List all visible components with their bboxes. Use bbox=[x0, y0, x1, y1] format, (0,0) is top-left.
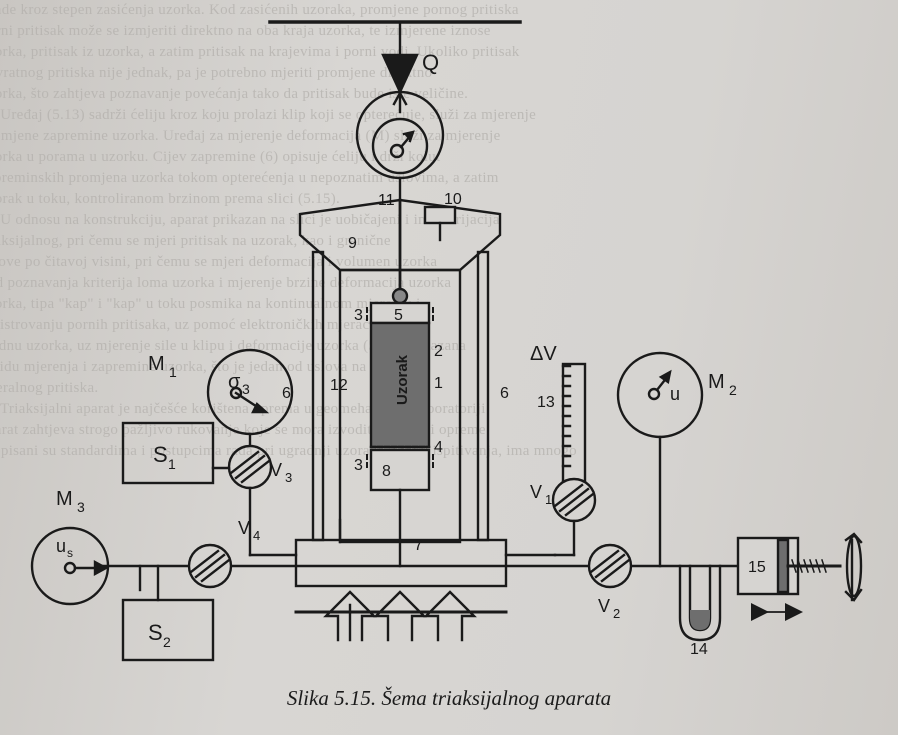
specimen-label: Uzorak bbox=[394, 354, 411, 405]
cap-valve-10 bbox=[423, 205, 457, 242]
pedestal-8 bbox=[369, 448, 431, 492]
background-text-line: ckade kroz stepen zasićenja uzorka. Kod … bbox=[0, 2, 519, 18]
label-m2-sub: 2 bbox=[729, 382, 737, 398]
label-flow: Q bbox=[422, 50, 439, 75]
background-text-line: triaksijalnog, pri čemu se mjeri pritisa… bbox=[0, 233, 391, 249]
piston-ball bbox=[391, 287, 409, 305]
background-text-line: lateralnog pritiska. bbox=[0, 380, 99, 396]
label-n15: 15 bbox=[748, 559, 766, 576]
background-text-line: uzorka, što zahtjeva poznavanje povećanj… bbox=[0, 86, 469, 102]
label-n10: 10 bbox=[444, 191, 462, 208]
u-tube-14 bbox=[678, 564, 722, 642]
label-n6-right: 6 bbox=[500, 385, 509, 402]
o-rings bbox=[366, 307, 434, 468]
label-m2: M bbox=[708, 371, 725, 393]
label-v3-sub: 3 bbox=[285, 470, 292, 485]
valve-v1 bbox=[551, 477, 597, 557]
valve-v4 bbox=[187, 543, 233, 589]
label-n2: 2 bbox=[434, 343, 443, 360]
label-v1: V bbox=[530, 482, 542, 502]
screw-pump-15 bbox=[736, 532, 863, 621]
background-text-line: U odnosu na konstrukciju, aparat prikaza… bbox=[0, 212, 500, 228]
label-n13: 13 bbox=[537, 394, 555, 411]
label-n5: 5 bbox=[394, 307, 403, 324]
background-text-line: zapreminskih promjena uzorka tokom opter… bbox=[0, 170, 499, 186]
label-v4-sub: 4 bbox=[253, 528, 260, 543]
label-s1-sub: 1 bbox=[168, 456, 176, 472]
label-n12: 12 bbox=[330, 377, 348, 394]
label-v2-sub: 2 bbox=[613, 606, 620, 621]
background-text-line: povratnog pritiska nije jednak, pa je po… bbox=[0, 65, 433, 81]
label-m1: M bbox=[148, 353, 165, 375]
background-text-line: kod poznavanja kriterija loma uzorka i m… bbox=[0, 275, 452, 291]
background-text-line: porni pritisak može se izmjeriti direktn… bbox=[0, 23, 491, 39]
background-text-line: uslove po čitavoj visini, pri čemu se mj… bbox=[0, 254, 438, 270]
label-n3-top: 3 bbox=[354, 307, 363, 324]
load-arrow bbox=[381, 20, 419, 95]
label-n4: 4 bbox=[434, 439, 443, 456]
pressure-source-s1 bbox=[121, 421, 215, 485]
gauge-m3 bbox=[30, 526, 110, 606]
label-n6-left: 6 bbox=[282, 385, 291, 402]
label-v4: V bbox=[238, 518, 250, 538]
label-sigma: σ bbox=[228, 371, 241, 393]
label-m2-dial: u bbox=[670, 384, 680, 404]
tie-rod-left bbox=[311, 250, 325, 542]
background-text-line: aparat zahtjeva strogo pažljivo rukovanj… bbox=[0, 422, 486, 438]
valve-v3 bbox=[227, 444, 273, 557]
label-n3-bottom: 3 bbox=[354, 457, 363, 474]
label-n11: 11 bbox=[378, 192, 395, 209]
background-text-line: Uređaj (5.13) sadrži ćeliju kroz koju pr… bbox=[0, 107, 537, 123]
label-v3: V bbox=[270, 460, 282, 480]
background-text-line: uzorka u porama u uzorku. Cijev zapremin… bbox=[0, 149, 441, 165]
label-m3-dial: u bbox=[56, 536, 66, 556]
tie-rod-right bbox=[476, 250, 490, 542]
load-gauge bbox=[355, 90, 445, 202]
label-n7: 7 bbox=[414, 537, 423, 554]
label-n14: 14 bbox=[690, 641, 708, 658]
background-text-line: uzorka, pritisak iz uzorka, a zatim prit… bbox=[0, 44, 520, 60]
label-m3: M bbox=[56, 488, 73, 510]
pressure-source-s2 bbox=[121, 598, 215, 662]
figure-caption: Slika 5.15. Šema triaksijalnog aparata bbox=[286, 686, 612, 710]
support-arrows bbox=[294, 590, 508, 642]
label-s2: S bbox=[148, 620, 163, 645]
gauge-m2 bbox=[616, 351, 704, 568]
label-s1: S bbox=[153, 442, 168, 467]
background-text-line: uzorak u toku, kontroliranom brzinom pre… bbox=[0, 191, 341, 207]
label-n1: 1 bbox=[434, 375, 443, 392]
label-volume-change: ΔV bbox=[530, 343, 557, 365]
label-v1-sub: 1 bbox=[545, 492, 552, 507]
valve-v2 bbox=[587, 543, 633, 589]
label-m3-dial-sub: s bbox=[67, 546, 73, 560]
label-s2-sub: 2 bbox=[163, 634, 171, 650]
background-text-line: promjene zapremine uzorka. Uređaj za mje… bbox=[0, 128, 501, 144]
label-m3-sub: 3 bbox=[77, 499, 85, 515]
gauge-m1 bbox=[206, 348, 294, 447]
label-n9: 9 bbox=[348, 235, 357, 252]
label-sigma-sub: 3 bbox=[242, 381, 250, 397]
label-m1-sub: 1 bbox=[169, 364, 177, 380]
label-n8: 8 bbox=[382, 463, 391, 480]
label-v2: V bbox=[598, 596, 610, 616]
